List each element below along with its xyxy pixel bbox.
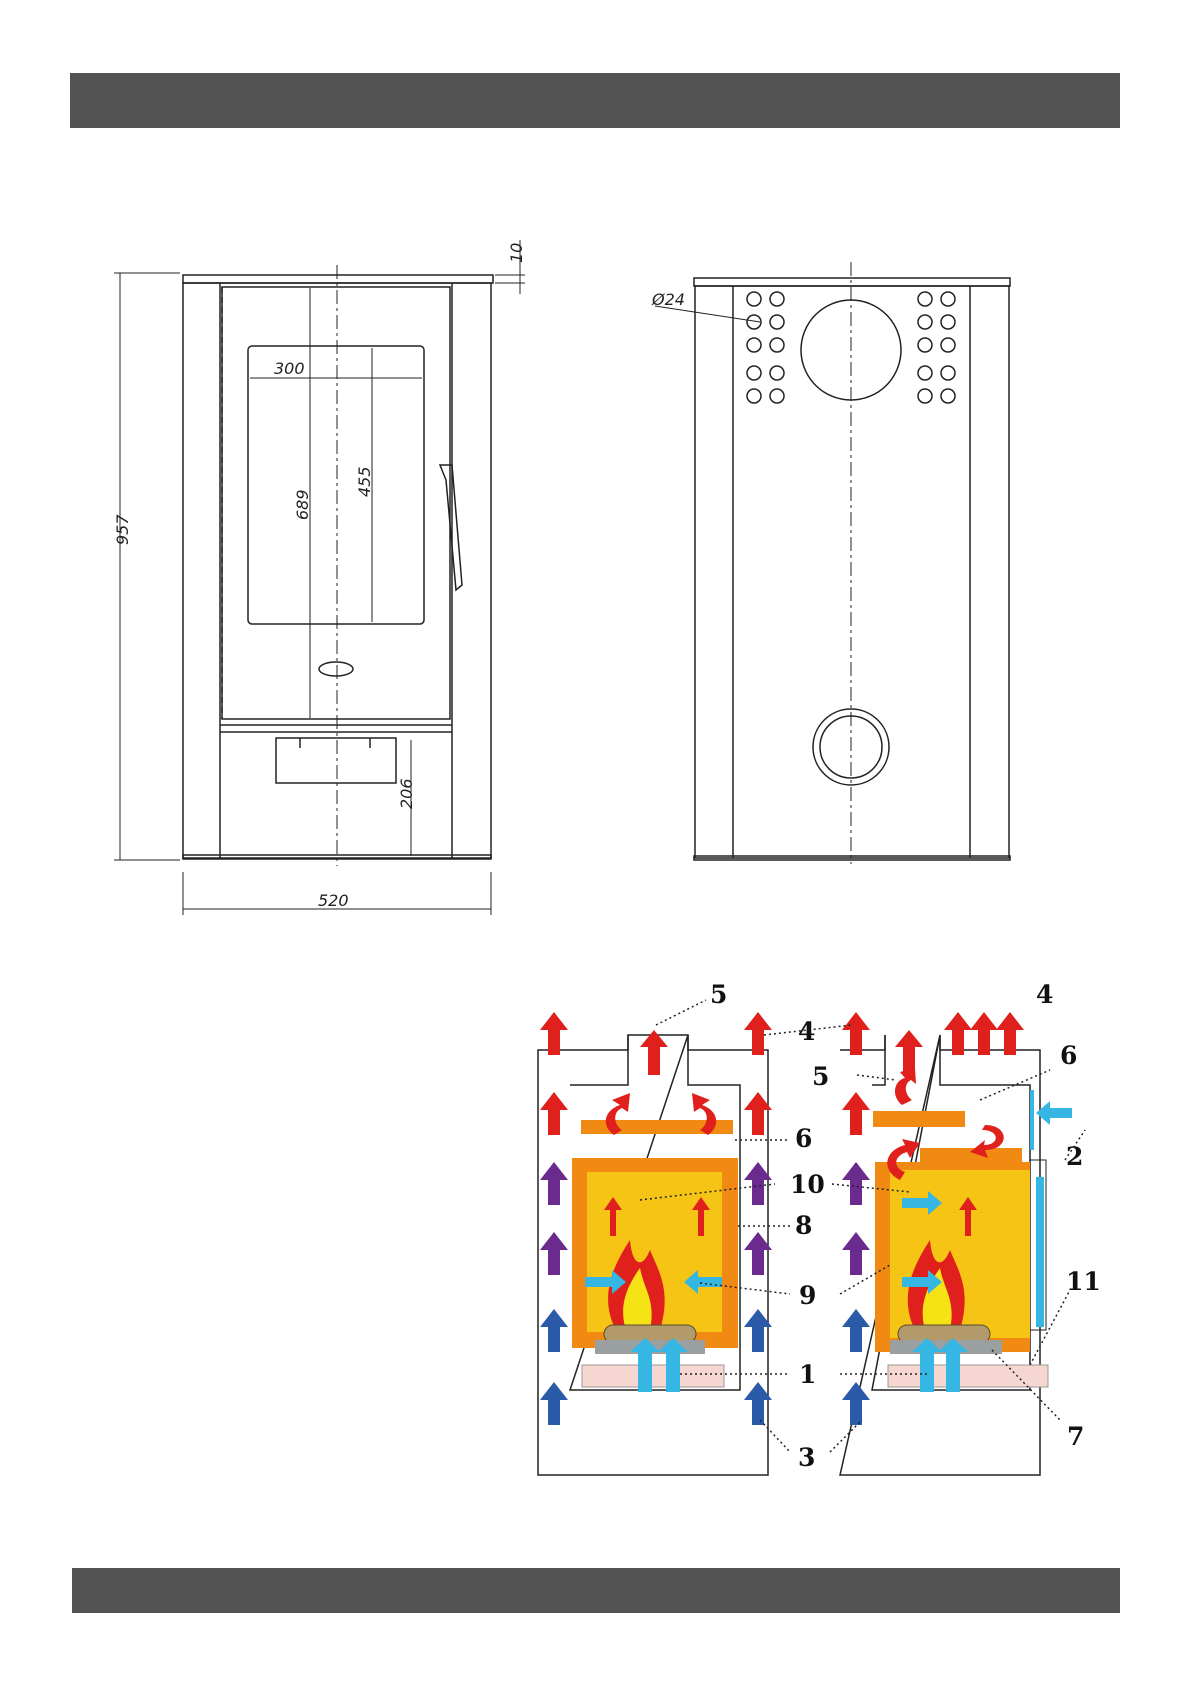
callout-3: 3 xyxy=(798,1443,815,1472)
callout-11: 11 xyxy=(1066,1267,1101,1296)
rear-view-drawing xyxy=(655,262,1010,864)
callout-4-left: 4 xyxy=(798,1017,815,1046)
dimension-glass-width: 300 xyxy=(274,359,305,378)
dimension-total-width: 520 xyxy=(318,891,349,910)
callout-10: 10 xyxy=(790,1170,825,1199)
callout-4-right: 4 xyxy=(1036,980,1053,1009)
callout-5-left: 5 xyxy=(710,980,727,1009)
dimension-door-height: 689 xyxy=(293,489,312,520)
callout-6-left: 6 xyxy=(795,1124,812,1153)
front-view-drawing xyxy=(183,265,493,866)
callout-6-right: 6 xyxy=(1060,1041,1077,1070)
front-dimension-lines xyxy=(114,240,525,915)
callout-8: 8 xyxy=(795,1211,812,1240)
dimension-total-height: 957 xyxy=(113,514,132,545)
callout-7: 7 xyxy=(1067,1422,1084,1451)
dimension-glass-height: 455 xyxy=(355,466,374,497)
callout-5-right: 5 xyxy=(812,1062,829,1091)
callout-2: 2 xyxy=(1066,1142,1083,1171)
dimension-top-thickness: 10 xyxy=(507,243,526,263)
dimension-hole-diameter: Ø24 xyxy=(651,290,685,309)
airflow-diagram-front xyxy=(538,1012,772,1475)
callout-1: 1 xyxy=(799,1360,816,1389)
dimension-base-height: 206 xyxy=(397,778,416,809)
callout-9: 9 xyxy=(799,1281,816,1310)
airflow-diagram-side xyxy=(840,1012,1072,1475)
